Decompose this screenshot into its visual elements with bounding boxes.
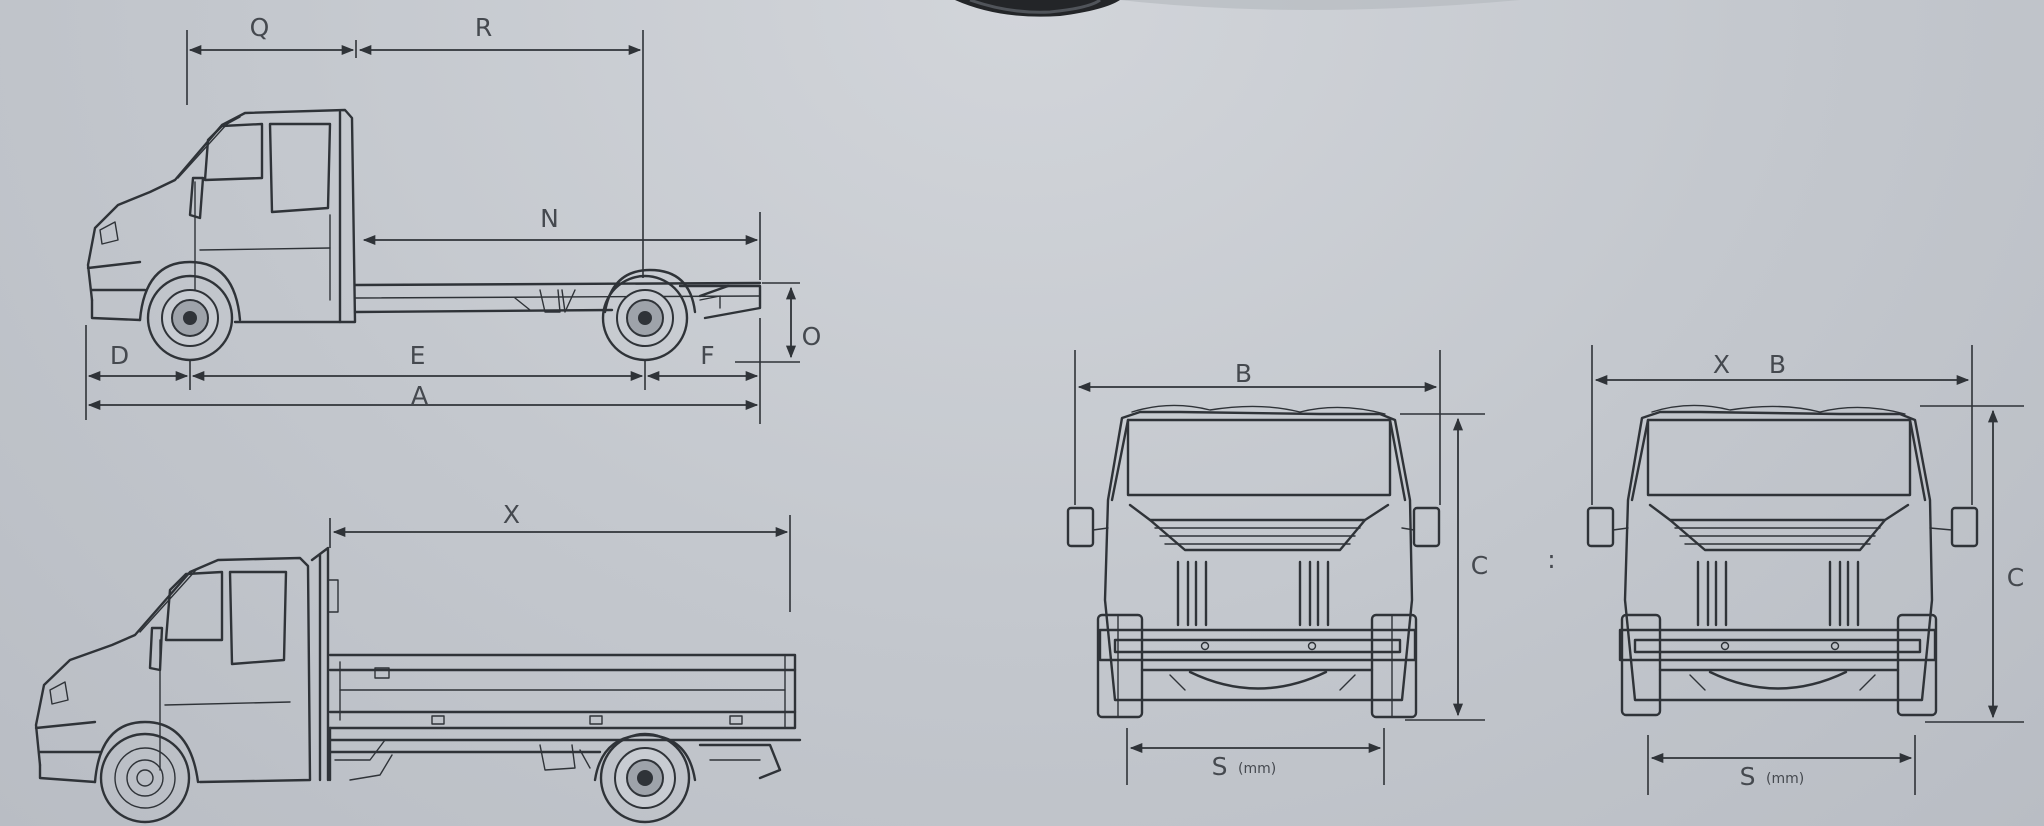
label-b-rear2: B	[1769, 350, 1787, 379]
label-n: N	[540, 204, 560, 233]
label-s-rear2: S	[1740, 762, 1757, 791]
svg-text::: :	[1547, 545, 1556, 574]
label-b-rear1: B	[1235, 359, 1253, 388]
label-x-rear2: X	[1713, 350, 1731, 379]
label-q: Q	[250, 13, 271, 42]
dropside-rear-wheel	[599, 732, 691, 824]
label-f: F	[700, 341, 715, 370]
label-s-unit-rear1: (mm)	[1238, 761, 1276, 777]
label-o: O	[802, 322, 823, 351]
label-e: E	[410, 341, 427, 370]
label-d: D	[110, 341, 130, 370]
label-c-rear2: C	[2007, 563, 2025, 592]
label-s-rear1: S	[1212, 752, 1229, 781]
dropside-front-wheel	[99, 732, 191, 824]
front-wheel	[146, 274, 234, 362]
spare-wheel-silhouette	[955, 0, 1520, 17]
rear-wheel	[601, 274, 689, 362]
rear-view-1: B C S (mm) :	[1066, 350, 1556, 785]
label-r: R	[475, 13, 493, 42]
label-a: A	[411, 381, 429, 410]
rear-view-2: X B C S (mm)	[1586, 345, 2025, 795]
chassis-cab-side-view: Q R N O D E F A	[85, 13, 823, 424]
label-x-dropside: X	[503, 500, 521, 529]
label-s-unit-rear2: (mm)	[1766, 771, 1804, 787]
label-c-rear1: C	[1471, 551, 1489, 580]
dropside-side-view: X	[34, 500, 802, 824]
